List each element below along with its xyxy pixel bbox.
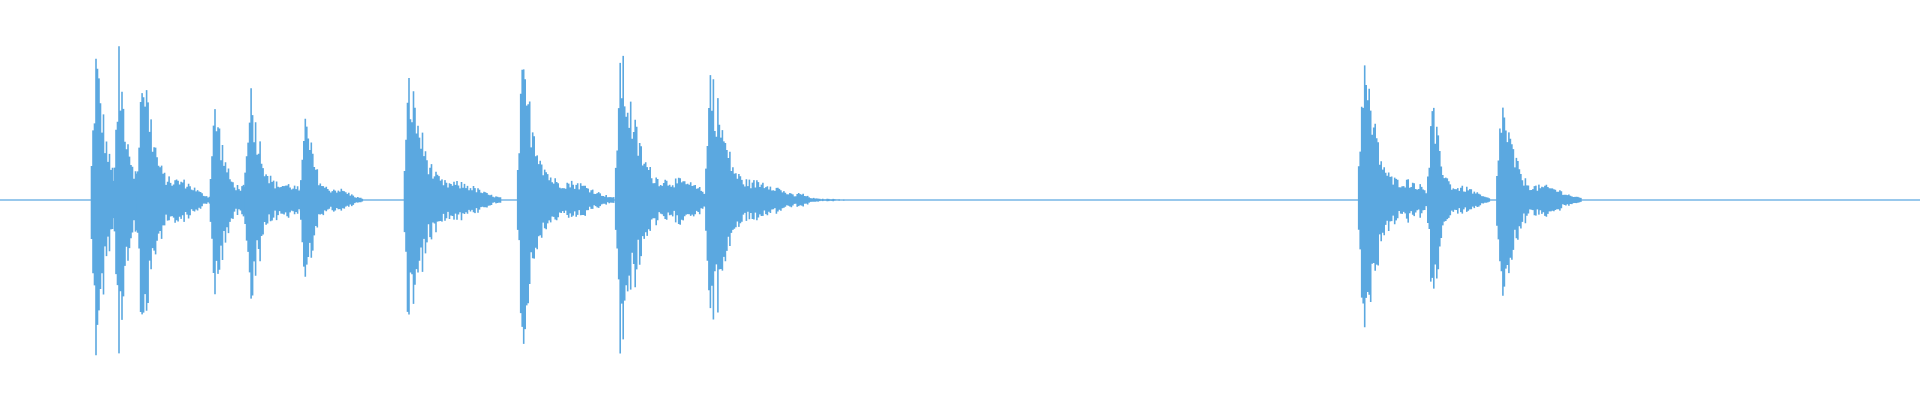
waveform-burst-13 [1427, 107, 1491, 289]
waveform-bursts [90, 46, 1582, 356]
waveform-burst-7 [403, 78, 502, 315]
waveform-burst-8 [516, 69, 615, 344]
waveform-burst-6 [300, 118, 364, 277]
waveform-burst-11 [793, 193, 857, 207]
waveform-burst-10 [705, 75, 803, 320]
waveform-burst-3 [136, 90, 212, 315]
waveform-burst-14 [1496, 107, 1582, 296]
